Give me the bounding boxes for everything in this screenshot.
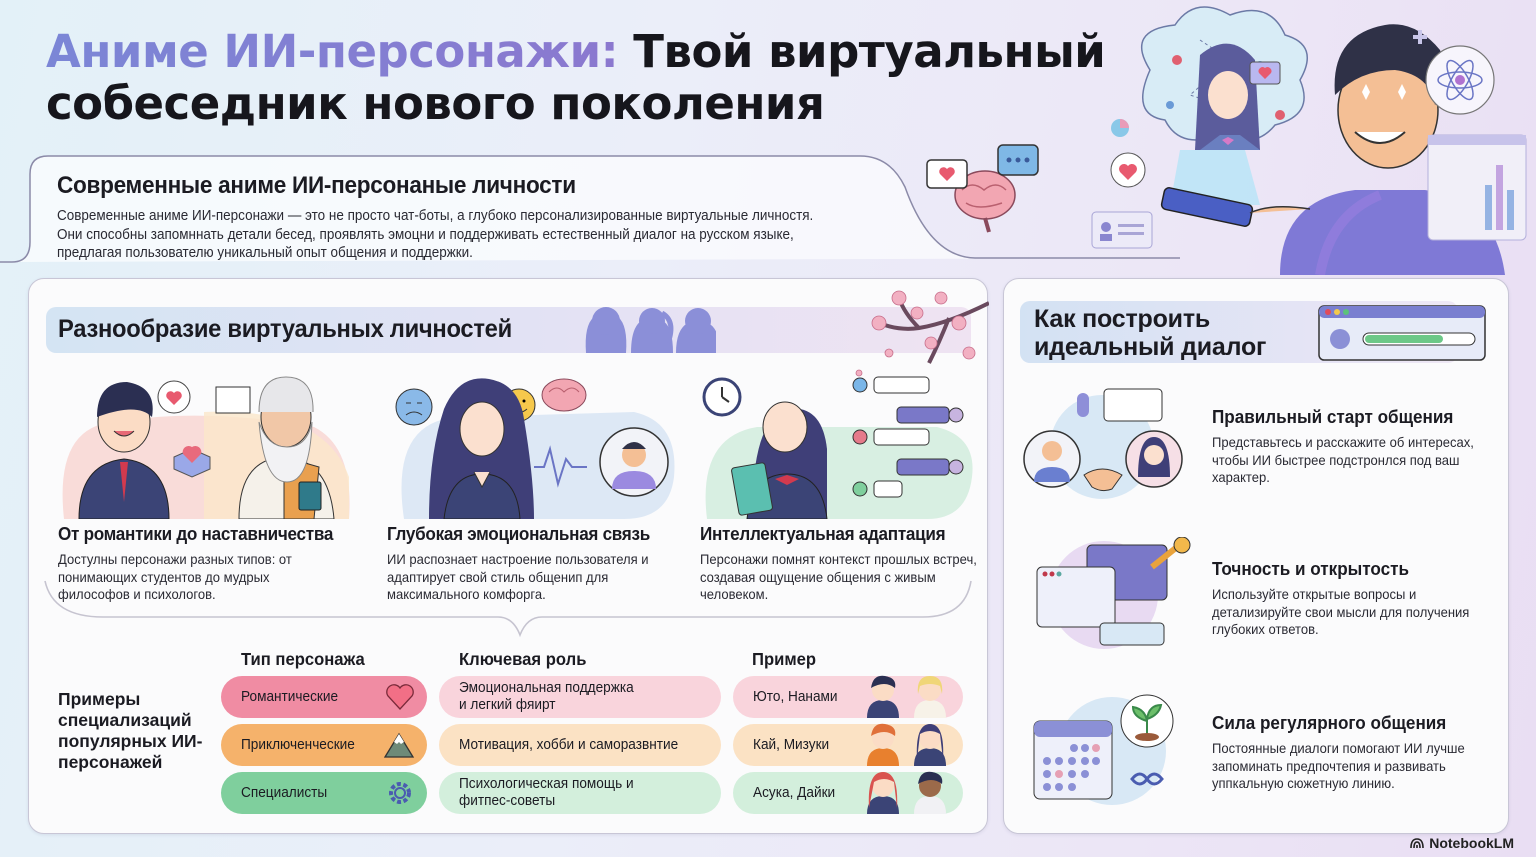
gear-icon [389, 782, 411, 804]
hero-illustration [926, 6, 1527, 275]
column-body: Достулны персонажи разных типов: от пони… [58, 551, 292, 602]
notebook-icon [731, 462, 773, 516]
type-pill-specialists: Специалисты [221, 772, 427, 814]
examples-row-label: Примеры специализаций популярных ИИ-перс… [58, 689, 203, 772]
example-pill-specialists: Асука, Дайки [733, 771, 963, 814]
type-pill-adventure: Приключенческие [221, 724, 427, 766]
chat-memory-illustration [702, 376, 973, 519]
heart-icon [386, 684, 414, 710]
title-rest: Твой виртуальный [633, 25, 1106, 78]
role-pill-romantic: Эмоциональная поддержка и легкий фяирт [439, 676, 721, 718]
key-icon [1150, 544, 1179, 570]
emotion-recognition-illustration [395, 378, 675, 519]
notebooklm-logo-icon [1410, 838, 1425, 849]
brain-icon [541, 378, 587, 412]
heartbeat-icon [534, 445, 587, 488]
mountain-icon [383, 732, 415, 758]
column-title: Интеллектуальная адаптация [700, 524, 946, 544]
handshake-illustration [1023, 388, 1183, 499]
diversity-section-header: Разнообразие виртуальных личностей [46, 307, 971, 353]
dialog-heading: Как построить идеальный диалог [1034, 305, 1267, 361]
progress-window-icon [1318, 305, 1486, 361]
pie-chart-icon [1111, 119, 1129, 137]
infinity-icon [1130, 772, 1164, 786]
dialog-item-title: Правильный старт общения [1212, 407, 1454, 427]
intro-heading: Современные аниме ИИ-персонаные личности [57, 172, 576, 199]
brain-icon [954, 170, 1016, 233]
heart-bubble-icon [926, 159, 968, 189]
column-body: Персонажи помнят контекст прошлых встреч… [700, 551, 977, 602]
handshake-icon [1083, 468, 1123, 492]
diversity-heading: Разнообразие виртуальных личностей [58, 315, 512, 343]
dialog-item-body: Используйте открытые вопросы и детализир… [1212, 586, 1470, 637]
book-icon [215, 386, 251, 414]
page-title: Аниме ИИ-персонажи: Твой виртуальный соб… [46, 26, 1126, 130]
sakura-branch-icon [855, 290, 989, 377]
dialog-item-start: Правильный старт общения Представьтесь и… [1212, 407, 1502, 487]
example-pill-romantic: Юто, Нанами [733, 675, 963, 718]
notebooklm-brand: NotebookLM [1410, 835, 1514, 851]
atom-bubble-icon [1425, 45, 1495, 115]
column-title: От романтики до наставничества [58, 524, 334, 544]
role-pill-adventure: Мотивация, хобби и саморазвнтие [439, 724, 721, 766]
calendar-growth-illustration [1033, 694, 1174, 805]
heart-bubble-small-icon [1110, 152, 1146, 188]
student-and-sage-illustration [62, 376, 350, 519]
column-body: ИИ распознает настроение пользователя и … [387, 551, 649, 602]
title-line2: собеседник нового поколения [46, 77, 825, 130]
clock-icon [702, 377, 742, 417]
character-avatars-icon [867, 675, 946, 718]
dialog-item-title: Точность и открытость [1212, 559, 1410, 579]
silhouettes-icon [585, 307, 716, 353]
title-accent: Аниме ИИ-персонажи: [46, 25, 619, 78]
dialog-item-regular: Сила регулярного общения Постоянные диал… [1212, 713, 1502, 793]
diversity-panel: Разнообразие виртуальных личностей [28, 278, 989, 834]
bar-chart-window-icon [1427, 134, 1527, 241]
profile-card-icon [1091, 211, 1153, 249]
dialog-panel: Как построить идеальный диалог [1003, 278, 1509, 834]
header-role: Ключевая роль [459, 649, 587, 669]
header-example: Пример [752, 649, 817, 669]
profile-bubble-icon [1103, 388, 1163, 422]
intro-card: Современные аниме ИИ-персонаные личности… [0, 152, 1180, 264]
column-intellectual-adaptation: Интеллектуальная адаптация Персонажи пом… [700, 524, 1000, 604]
curly-brace-divider [44, 580, 972, 638]
dialog-item-title: Сила регулярного общения [1212, 713, 1447, 733]
intro-body: Современные аниме ИИ-персонажи — это не … [57, 208, 814, 261]
sad-face-icon [395, 388, 433, 426]
chat-key-illustration [1036, 537, 1191, 649]
character-avatars-icon [867, 771, 946, 814]
typing-bubble-icon [997, 144, 1039, 176]
type-pill-romantic: Романтические [221, 676, 427, 718]
header-type: Тип персонажа [241, 649, 365, 669]
example-pill-adventure: Кай, Мизуки [733, 723, 963, 766]
sparkle-icon [1413, 30, 1427, 44]
column-title: Глубокая эмоциональная связь [387, 524, 650, 544]
microphone-icon [1077, 393, 1089, 417]
thought-bubble [1141, 6, 1308, 150]
dialog-item-precision: Точность и открытость Используйте открыт… [1212, 559, 1502, 639]
user-avatar-icon [599, 427, 669, 497]
character-avatars-icon [867, 723, 946, 766]
role-pill-specialists: Психологическая помощь и фитпес-советы [439, 772, 721, 814]
dialog-item-body: Постоянные диалоги помогают ИИ лучше зап… [1212, 740, 1465, 791]
dialog-item-body: Представьтесь и расскажите об интересах,… [1212, 434, 1474, 485]
column-emotional-connection: Глубокая эмоциональная связь ИИ распозна… [387, 524, 687, 604]
column-romance-to-mentorship: От романтики до наставничества Достулны … [58, 524, 358, 604]
